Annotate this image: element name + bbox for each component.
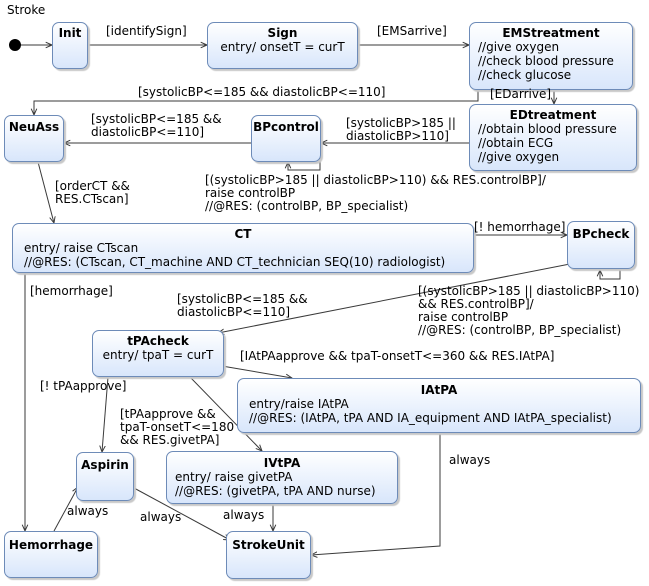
state-aspirin[interactable]: Aspirin [76, 452, 134, 501]
transition-emstreatment-neuass [34, 90, 479, 115]
label-always-ivtpa: always [223, 508, 265, 522]
state-bpcontrol-title: BPcontrol [253, 120, 319, 134]
state-tpacheck-body: entry/ tpaT = curT [102, 348, 214, 362]
diagram-title: Stroke [7, 3, 46, 17]
label-hemorrhage: [hemorrhage] [30, 284, 113, 298]
state-strokeunit[interactable]: StrokeUnit [226, 531, 311, 579]
label-bpcontrol-self: [(systolicBP>185 || diastolicBP>110) && … [205, 173, 546, 213]
label-always-hemorrhage: always [67, 504, 109, 518]
label-always-aspirin: always [140, 510, 182, 524]
label-bpcheck-self: [(systolicBP>185 || diastolicBP>110) && … [418, 284, 640, 337]
state-edtreatment-body: //obtain blood pressure //obtain ECG //g… [478, 122, 617, 164]
state-hemorrhage[interactable]: Hemorrhage [4, 531, 98, 578]
label-bpcontrol-to-neuass: [systolicBP<=185 && diastolicBP<=110] [91, 112, 222, 139]
transition-aspirin-strokeunit [133, 487, 230, 540]
label-identify-sign: [identifySign] [106, 24, 187, 38]
label-bpcheck-to-tpacheck: [systolicBP<=185 && diastolicBP<=110] [177, 292, 308, 319]
label-always-iatpa: always [449, 453, 491, 467]
label-not-hemorrhage: [! hemorrhage] [474, 220, 566, 234]
state-iatpa-body: entry/raise IAtPA //@RES: (IAtPA, tPA AN… [249, 397, 612, 425]
state-neuass[interactable]: NeuAss [4, 115, 64, 162]
label-order-ct: [orderCT && RES.CTscan] [55, 179, 130, 206]
state-strokeunit-title: StrokeUnit [232, 538, 305, 552]
label-not-tpa-approve: [! tPAapprove] [40, 379, 127, 393]
state-emstreatment[interactable]: EMStreatment //give oxygen //check blood… [469, 22, 633, 90]
state-ct-title: CT [234, 227, 252, 241]
state-bpcheck-title: BPcheck [572, 227, 630, 241]
state-edtreatment[interactable]: EDtreatment //obtain blood pressure //ob… [469, 104, 637, 171]
state-aspirin-title: Aspirin [81, 458, 129, 472]
state-ivtpa[interactable]: IVtPA entry/ raise givetPA //@RES: (give… [166, 451, 398, 504]
transition-tpacheck-iatpa [215, 364, 292, 378]
transition-tpacheck-aspirin [102, 376, 109, 452]
state-hemorrhage-title: Hemorrhage [8, 538, 94, 552]
transition-bpcheck-tpacheck [218, 262, 576, 333]
state-neuass-title: NeuAss [8, 120, 60, 134]
label-ed-arrive: [EDarrive] [490, 87, 552, 101]
state-iatpa-title: IAtPA [420, 383, 458, 397]
transition-neuass-ct [37, 161, 54, 223]
label-ems-arrive: [EMSarrive] [377, 24, 447, 38]
state-bpcontrol[interactable]: BPcontrol [251, 115, 321, 162]
state-sign-title: Sign [267, 26, 298, 40]
transition-iatpa-strokeunit [311, 433, 441, 555]
transition-bpcheck-self [600, 260, 621, 280]
state-init-title: Init [58, 26, 82, 40]
state-edtreatment-title: EDtreatment [509, 108, 597, 122]
transition-tpacheck-ivtpa [189, 376, 262, 451]
state-tpacheck-title: tPAcheck [127, 334, 189, 348]
label-tpa-approve: [tPAapprove && tpaT-onsetT<=180 && RES.g… [120, 407, 235, 447]
label-systolic-top: [systolicBP<=185 && diastolicBP<=110] [138, 85, 386, 99]
state-init[interactable]: Init [52, 22, 88, 69]
state-emstreatment-title: EMStreatment [502, 26, 600, 40]
state-iatpa[interactable]: IAtPA entry/raise IAtPA //@RES: (IAtPA, … [237, 378, 641, 433]
state-tpacheck[interactable]: tPAcheck entry/ tpaT = curT [92, 330, 224, 377]
state-emstreatment-body: //give oxygen //check blood pressure //c… [478, 40, 614, 82]
state-ivtpa-title: IVtPA [263, 456, 301, 470]
label-ed-to-bpcontrol: [systolicBP>185 || diastolicBP>110] [346, 116, 456, 143]
state-sign[interactable]: Sign entry/ onsetT = curT [207, 22, 358, 69]
transition-hemorrhage-aspirin [53, 487, 78, 532]
state-ct-body: entry/ raise CTscan //@RES: (CTscan, CT_… [24, 241, 446, 269]
state-ivtpa-body: entry/ raise givetPA //@RES: (givetPA, t… [175, 470, 376, 498]
state-sign-body: entry/ onsetT = curT [220, 40, 345, 54]
transition-bpcontrol-self [288, 155, 321, 171]
state-ct[interactable]: CT entry/ raise CTscan //@RES: (CTscan, … [12, 223, 474, 273]
label-iatpa-approve: [IAtPAapprove && tpaT-onsetT<=360 && RES… [240, 349, 555, 363]
initial-state-dot [9, 39, 21, 51]
state-bpcheck[interactable]: BPcheck [567, 221, 635, 269]
